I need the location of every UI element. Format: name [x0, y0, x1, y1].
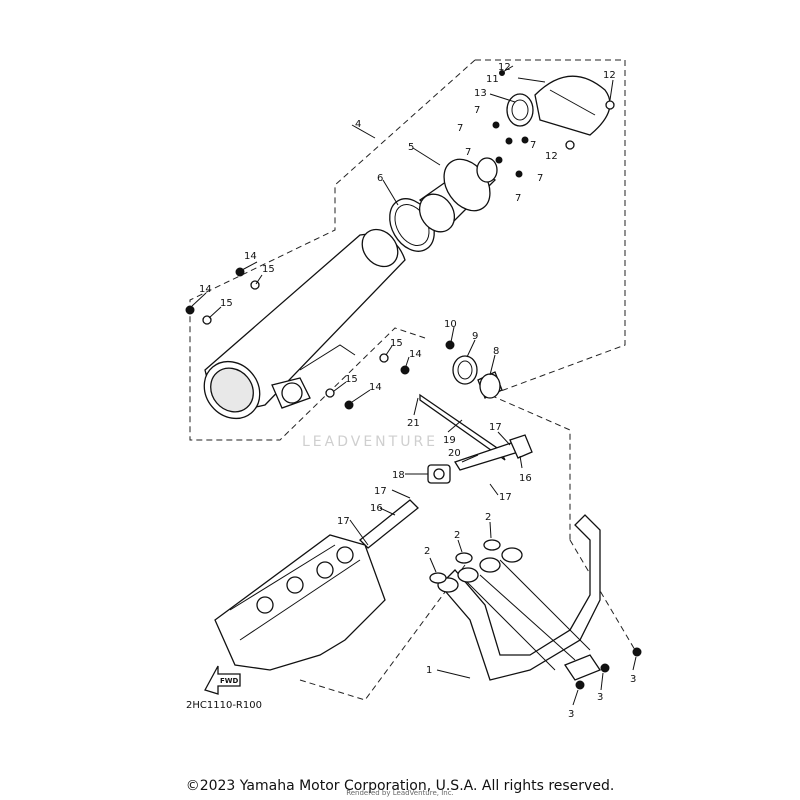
callout-label: 7 [457, 123, 463, 134]
callout-label: 7 [474, 105, 480, 116]
callout-label: 17 [374, 486, 387, 497]
callout-label: 15 [345, 374, 358, 385]
callout-label: 17 [337, 516, 350, 527]
callout-label: 14 [409, 349, 422, 360]
callout-label: 12 [545, 151, 558, 162]
assembly-boundaries [189, 59, 636, 701]
callout-label: 13 [474, 88, 487, 99]
callout-label: 3 [568, 709, 574, 720]
callout-label: 14 [369, 382, 382, 393]
watermark: LEADVENTURE [302, 434, 439, 450]
callout-label: 15 [262, 264, 275, 275]
callout-label: 8 [493, 346, 499, 357]
callout-label: 15 [220, 298, 233, 309]
callout-label: 21 [407, 418, 420, 429]
callout-label: 18 [392, 470, 405, 481]
callout-label: 12 [498, 62, 511, 73]
forward-direction-arrow: FWD [204, 665, 241, 695]
air-cut-valve [427, 464, 451, 484]
callout-label: 9 [472, 331, 478, 342]
callout-label: 4 [355, 119, 361, 130]
muffler-body [203, 228, 406, 420]
end-cap [506, 75, 611, 136]
callout-label: 5 [408, 142, 414, 153]
rendered-by-note: Rendered by LeadVenture, Inc. [346, 789, 454, 797]
callout-label: 2 [454, 530, 460, 541]
callout-label: 6 [377, 173, 383, 184]
callout-label: 12 [603, 70, 616, 81]
callout-label: 2 [485, 512, 491, 523]
callout-label: 10 [444, 319, 457, 330]
callout-label: 7 [530, 140, 536, 151]
pipe-clamp [452, 355, 478, 385]
callout-label: 1 [426, 665, 432, 676]
callout-label: 19 [443, 435, 456, 446]
callout-label: 3 [630, 674, 636, 685]
engine-block [214, 534, 386, 671]
callout-label: 17 [489, 422, 502, 433]
fwd-label: FWD [220, 677, 239, 685]
callout-label: 11 [486, 74, 499, 85]
callout-label: 17 [499, 492, 512, 503]
leader-lines [191, 65, 637, 706]
callout-label: 14 [244, 251, 257, 262]
copyright-notice: ©2023 Yamaha Motor Corporation, U.S.A. A… [185, 778, 615, 794]
bolts [185, 70, 615, 410]
callout-label: 2 [424, 546, 430, 557]
callout-label: 16 [519, 473, 532, 484]
callout-label: 7 [465, 147, 471, 158]
diagram-reference-code: 2HC1110-R100 [186, 700, 262, 711]
callout-label: 20 [448, 448, 461, 459]
callout-label: 3 [597, 692, 603, 703]
header-nuts [575, 647, 642, 690]
callout-label: 7 [537, 173, 543, 184]
callout-label: 14 [199, 284, 212, 295]
callout-label: 15 [390, 338, 403, 349]
callout-label: 16 [370, 503, 383, 514]
callout-label: 7 [515, 193, 521, 204]
exhaust-header [437, 514, 601, 681]
callout-labels: 12 11 12 13 7 7 7 7 12 7 7 4 5 6 14 15 1… [199, 62, 636, 720]
exhaust-gaskets [429, 539, 501, 584]
sleeve [477, 371, 503, 399]
air-hoses [359, 393, 533, 549]
tail-pipe [418, 157, 498, 233]
